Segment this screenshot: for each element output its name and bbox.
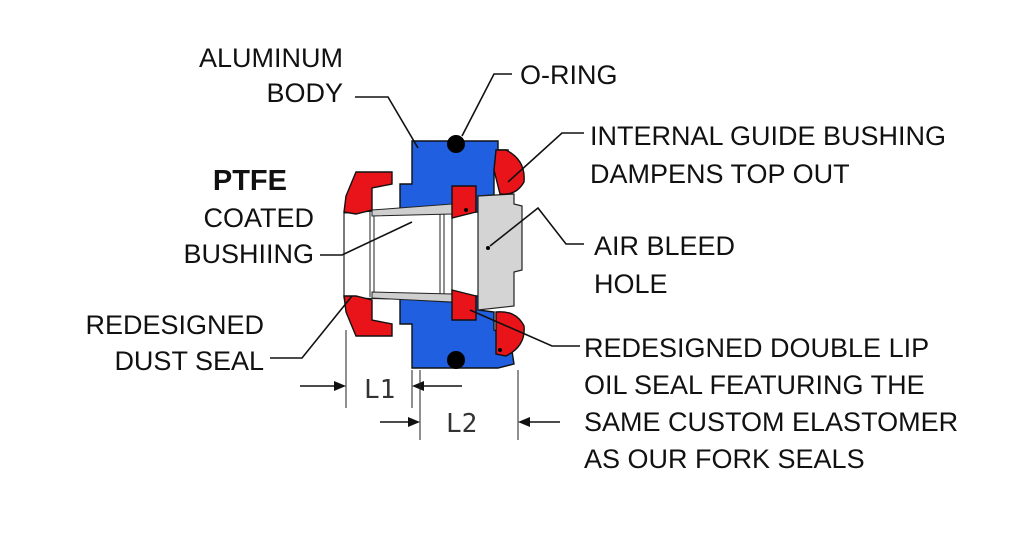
leader-dust-seal [270,295,353,359]
oil-seal-upper [451,185,477,219]
dust-seal-lower [343,295,393,337]
label-oil-seal-line3: SAME CUSTOM ELASTOMER [584,407,958,437]
seal-dot-upper [464,208,468,212]
label-bushing: BUSHIING [183,239,314,269]
leader-aluminum-body [355,96,419,149]
seal-head-assembly [343,135,525,369]
o-ring-lower [447,351,465,369]
dust-seal-upper [343,171,393,215]
label-dust-seal-line1: REDESIGNED [85,310,264,340]
top-out-bumper-upper [493,149,525,195]
dimension-l1 [300,330,462,408]
label-dim-l1: L1 [364,375,395,405]
leader-o-ring [461,73,512,137]
label-oil-seal-line2: OIL SEAL FEATURING THE [584,370,925,400]
label-oil-seal-line4: AS OUR FORK SEALS [584,444,865,474]
label-air-bleed-line2: HOLE [594,269,668,299]
seal-dot-lower [498,348,502,352]
ptfe-coated-bushing-lower [371,291,453,303]
leader-air-bleed [489,206,584,247]
internal-guide-bushing [477,193,523,311]
label-air-bleed-line1: AIR BLEED [594,231,735,261]
label-internal-guide-line1: INTERNAL GUIDE BUSHING [590,121,946,151]
o-ring-upper [447,135,465,153]
top-out-bumper-lower [495,311,525,357]
leader-internal-guide [507,132,584,183]
label-o-ring: O-RING [520,60,618,90]
leader-bushing [320,221,413,256]
label-aluminum-body-line1: ALUMINUM [199,43,343,73]
leader-lines [270,73,584,359]
label-dim-l2: L2 [446,409,477,439]
dimension-l2 [380,370,560,440]
leader-oil-seal [469,309,580,347]
label-coated: COATED [203,203,314,233]
oil-seal-lower [451,289,477,321]
air-bleed-hole-dot [486,246,490,250]
label-ptfe: PTFE [213,165,287,197]
label-aluminum-body-line2: BODY [266,78,343,108]
label-oil-seal-line1: REDESIGNED DOUBLE LIP [584,333,929,363]
bore-passage [343,205,453,301]
label-internal-guide-line2: DAMPENS TOP OUT [590,159,850,189]
label-dust-seal-line2: DUST SEAL [114,346,264,376]
